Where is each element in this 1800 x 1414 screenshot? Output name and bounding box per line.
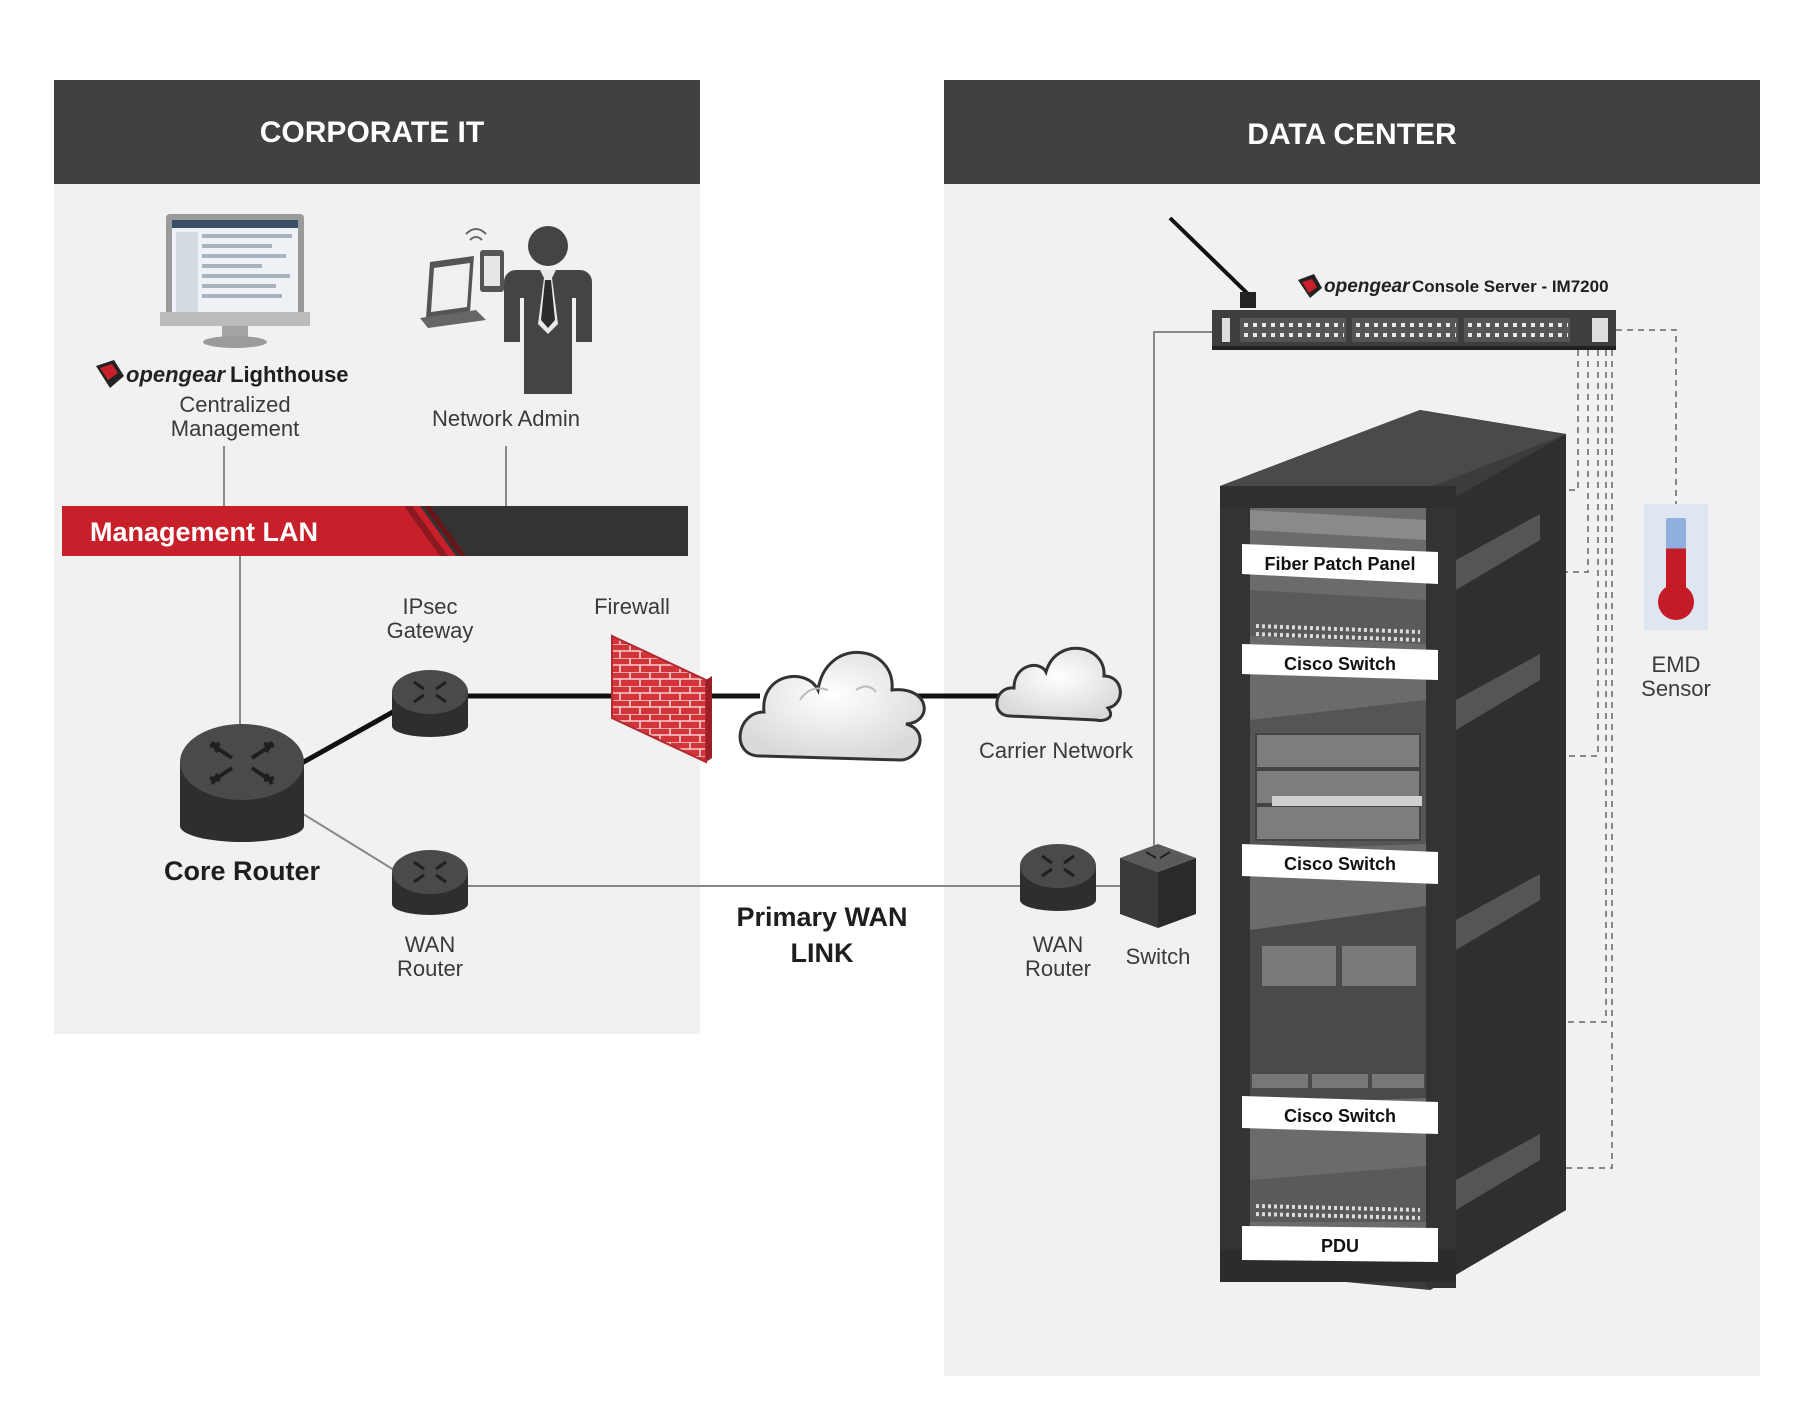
corp-wan-router-line1: WAN bbox=[405, 932, 456, 957]
network-admin-icon bbox=[420, 226, 592, 394]
firewall-icon bbox=[611, 634, 712, 764]
core-wan-line bbox=[299, 811, 395, 871]
console-brand: opengear bbox=[1324, 276, 1411, 297]
switch-cube-icon bbox=[1120, 844, 1196, 928]
opengear-console-logo: opengear Console Server - IM7200 bbox=[1298, 274, 1609, 298]
core-ipsec-line bbox=[298, 705, 402, 767]
dc-wan-router-line2: Router bbox=[1025, 956, 1091, 981]
console-server-icon bbox=[1168, 216, 1616, 350]
switch-console-line bbox=[1153, 331, 1212, 846]
rack-fiber-patch-label: Fiber Patch Panel bbox=[1264, 554, 1415, 574]
ipsec-label-line1: IPsec bbox=[402, 594, 457, 619]
corporate-title: CORPORATE IT bbox=[260, 116, 484, 149]
corporate-it-panel: CORPORATE IT bbox=[54, 80, 700, 1034]
ipsec-label-line2: Gateway bbox=[387, 618, 474, 643]
emd-label-line2: Sensor bbox=[1641, 676, 1711, 701]
management-lan-label: Management LAN bbox=[90, 517, 318, 547]
lighthouse-label-line1: Centralized bbox=[179, 392, 290, 417]
rack-cisco-switch-2-label: Cisco Switch bbox=[1284, 854, 1396, 874]
core-router-label: Core Router bbox=[164, 856, 321, 886]
carrier-network-cloud-icon bbox=[995, 646, 1122, 722]
ipsec-gateway-icon bbox=[392, 670, 468, 737]
rack-cisco-switch-3-label: Cisco Switch bbox=[1284, 1106, 1396, 1126]
firewall-label: Firewall bbox=[594, 594, 670, 619]
emd-sensor-icon bbox=[1644, 504, 1708, 630]
dc-wan-router-line1: WAN bbox=[1033, 932, 1084, 957]
corp-wan-router-line2: Router bbox=[397, 956, 463, 981]
rack-pdu-label: PDU bbox=[1321, 1236, 1359, 1256]
corp-wan-router-icon bbox=[392, 850, 468, 915]
management-lan-bar: Management LAN bbox=[62, 506, 688, 556]
corporate-panel-bg bbox=[54, 80, 700, 1034]
dc-wan-router-icon bbox=[1020, 844, 1096, 911]
carrier-network-label: Carrier Network bbox=[979, 738, 1134, 763]
opengear-lighthouse-logo: opengear Lighthouse bbox=[96, 360, 349, 388]
console-cables bbox=[1566, 329, 1677, 1169]
corporate-header bbox=[54, 80, 700, 184]
core-router-icon bbox=[180, 724, 304, 842]
lighthouse-product: Lighthouse bbox=[230, 362, 349, 387]
console-ports bbox=[1240, 318, 1570, 342]
switch-label: Switch bbox=[1126, 944, 1191, 969]
console-server-label: Console Server - IM7200 bbox=[1412, 277, 1609, 296]
internet-cloud-icon bbox=[738, 651, 926, 762]
lighthouse-brand: opengear bbox=[126, 362, 226, 387]
primary-wan-label-line1: Primary WAN bbox=[736, 902, 907, 932]
datacenter-title: DATA CENTER bbox=[1247, 118, 1457, 151]
lighthouse-monitor-icon bbox=[160, 214, 310, 348]
primary-wan-label-line2: LINK bbox=[791, 938, 854, 968]
network-admin-label: Network Admin bbox=[432, 406, 580, 431]
server-rack bbox=[1220, 410, 1566, 1290]
datacenter-header bbox=[944, 80, 1760, 184]
emd-label-line1: EMD bbox=[1652, 652, 1701, 677]
lighthouse-label-line2: Management bbox=[171, 416, 299, 441]
rack-cisco-switch-1-label: Cisco Switch bbox=[1284, 654, 1396, 674]
